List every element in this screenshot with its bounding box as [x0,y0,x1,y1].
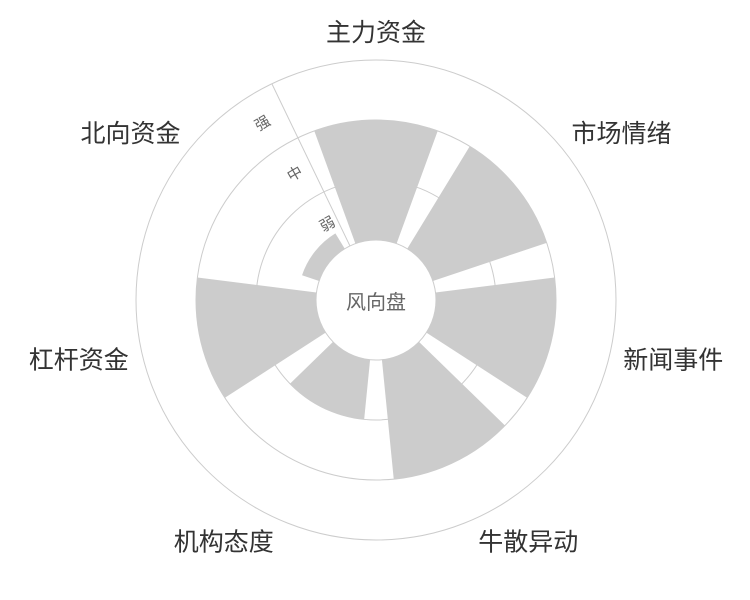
category-label: 主力资金 [326,18,426,47]
grid-ring [135,59,617,541]
radial-tick-label: 弱 [316,213,338,236]
bar-3 [426,277,556,398]
bar-4 [381,341,505,480]
category-label: 市场情绪 [572,119,672,148]
bar-2 [407,146,547,281]
radial-axis-line [271,83,351,247]
bar-5 [290,341,371,420]
category-label: 杠杆资金 [29,346,129,375]
category-label: 牛散异动 [478,527,578,556]
category-label: 北向资金 [80,119,180,148]
bars [196,119,556,480]
bar-7 [302,233,345,281]
radial-tick-label: 中 [284,162,306,185]
category-label: 新闻事件 [623,346,723,375]
category-label: 机构态度 [174,527,274,556]
bar-1 [314,119,438,244]
radial-tick-label: 强 [252,112,274,135]
chart-center-title: 风向盘 [346,290,406,314]
bar-6 [196,277,326,398]
